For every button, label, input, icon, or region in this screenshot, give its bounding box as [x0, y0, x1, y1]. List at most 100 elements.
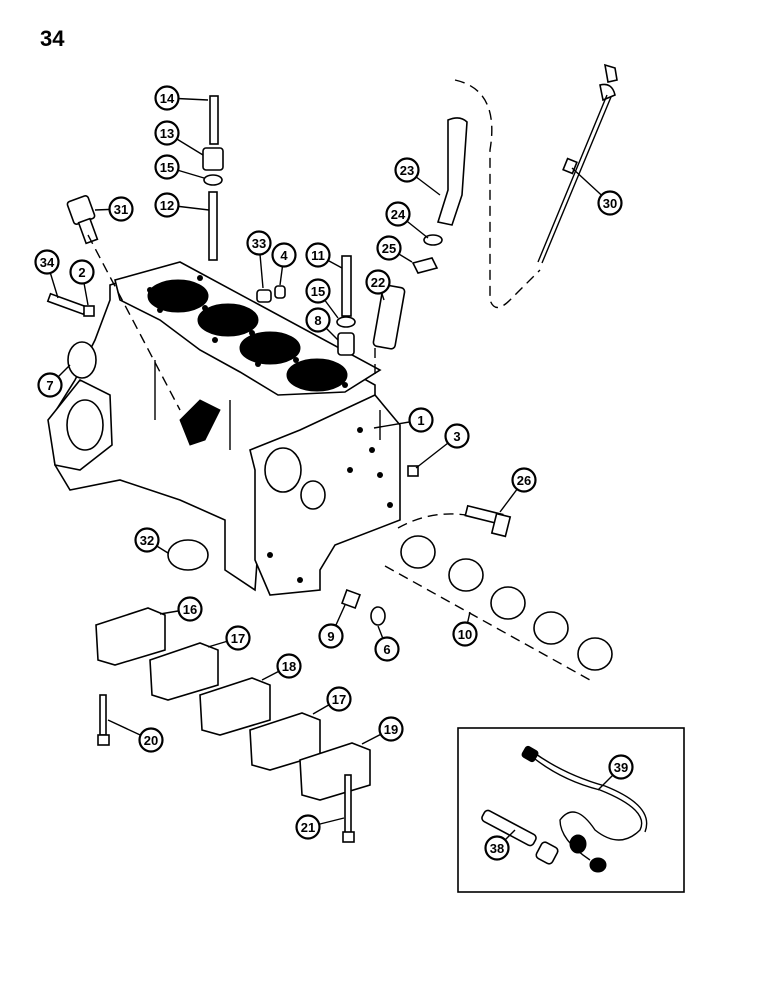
plug-4 — [274, 285, 286, 299]
callout-label: 30 — [603, 196, 617, 211]
callout-label: 2 — [78, 265, 85, 280]
fitting-25 — [411, 257, 439, 274]
stud-11 — [341, 255, 352, 317]
callout-22: 22 — [365, 269, 391, 295]
bearing-cap-16 — [95, 607, 166, 666]
dashed-guide-dipstick — [454, 79, 541, 309]
callout-18: 18 — [276, 653, 302, 679]
callout-26: 26 — [511, 467, 537, 493]
plug-33 — [256, 289, 272, 303]
callout-4: 4 — [271, 242, 297, 268]
inset-accessory-box — [457, 727, 685, 893]
callout-label: 8 — [314, 313, 321, 328]
callout-label: 33 — [252, 236, 266, 251]
cylinder-bore-4 — [286, 358, 348, 392]
tube-22 — [372, 284, 406, 350]
callout-19: 19 — [378, 716, 404, 742]
callout-17: 17 — [225, 625, 251, 651]
callout-34: 34 — [34, 249, 60, 275]
callout-label: 11 — [311, 248, 325, 263]
camshaft-bore — [264, 447, 302, 493]
cylinder-bore-2 — [197, 303, 259, 337]
plug-32 — [167, 539, 209, 571]
callout-16: 16 — [177, 596, 203, 622]
callout-label: 4 — [280, 248, 288, 263]
ring-6 — [370, 606, 386, 626]
callout-23: 23 — [394, 157, 420, 183]
callout-label: 38 — [490, 841, 504, 856]
callout-31: 31 — [108, 196, 134, 222]
callout-15: 15 — [154, 154, 180, 180]
crankcase-fitting — [179, 399, 221, 446]
stud-14 — [209, 95, 219, 145]
callout-label: 17 — [231, 631, 245, 646]
callout-20: 20 — [138, 727, 164, 753]
callout-1: 1 — [408, 407, 434, 433]
callout-2: 2 — [69, 259, 95, 285]
dashed-guide-bolt — [397, 513, 467, 529]
callout-label: 23 — [400, 163, 414, 178]
callout-21: 21 — [295, 814, 321, 840]
callout-13: 13 — [154, 120, 180, 146]
callout-11: 11 — [305, 242, 331, 268]
dipstick-tube-23 — [436, 117, 468, 226]
callout-label: 25 — [382, 241, 396, 256]
fitting-9 — [341, 589, 361, 609]
callout-12: 12 — [154, 192, 180, 218]
dipstick-30 — [537, 63, 618, 264]
callout-label: 26 — [517, 473, 531, 488]
bolt-21 — [342, 774, 355, 843]
callout-8: 8 — [305, 307, 331, 333]
dashed-guide-sender — [87, 234, 181, 411]
callout-label: 12 — [160, 198, 174, 213]
callout-10: 10 — [452, 621, 478, 647]
callout-33: 33 — [246, 230, 272, 256]
plug-7 — [67, 341, 97, 379]
bolt-26 — [464, 504, 512, 538]
callout-32: 32 — [134, 527, 160, 553]
callout-label: 10 — [458, 627, 472, 642]
cylinder-bore-3 — [239, 331, 301, 365]
callout-label: 18 — [282, 659, 296, 674]
callout-25: 25 — [376, 235, 402, 261]
callout-label: 32 — [140, 533, 154, 548]
camshaft-bearings-10 — [400, 535, 613, 671]
callout-17: 17 — [326, 686, 352, 712]
callout-label: 16 — [183, 602, 197, 617]
heater-cord-39 — [521, 745, 648, 873]
nut-13 — [202, 147, 224, 171]
page-number: 34 — [40, 26, 65, 51]
callout-24: 24 — [385, 201, 411, 227]
callout-15: 15 — [305, 278, 331, 304]
sleeve-8 — [337, 332, 355, 356]
bearing-cap-18 — [199, 677, 271, 736]
callout-label: 31 — [114, 202, 128, 217]
callout-label: 24 — [391, 207, 406, 222]
callout-label: 22 — [371, 275, 385, 290]
stud-12 — [208, 191, 218, 261]
callout-label: 13 — [160, 126, 174, 141]
bearing-cap-17a — [149, 642, 219, 701]
callout-label: 1 — [417, 413, 424, 428]
callout-label: 19 — [384, 722, 398, 737]
sender-31 — [66, 195, 99, 245]
washer-24 — [423, 234, 443, 246]
dashed-guide-bearings — [384, 565, 591, 681]
main-bearing-caps — [95, 607, 371, 801]
heater-element-38 — [481, 809, 559, 865]
callout-label: 20 — [144, 733, 158, 748]
callout-7: 7 — [37, 372, 63, 398]
callout-label: 7 — [46, 378, 53, 393]
callout-label: 21 — [301, 820, 315, 835]
washer-15b — [336, 316, 356, 328]
callout-label: 15 — [311, 284, 325, 299]
callout-label: 6 — [383, 642, 390, 657]
bolt-20 — [97, 694, 110, 746]
callout-label: 34 — [40, 255, 55, 270]
plug-2 — [83, 305, 95, 317]
callout-label: 39 — [614, 760, 628, 775]
plug-3 — [407, 465, 419, 477]
cylinder-block — [47, 261, 401, 596]
